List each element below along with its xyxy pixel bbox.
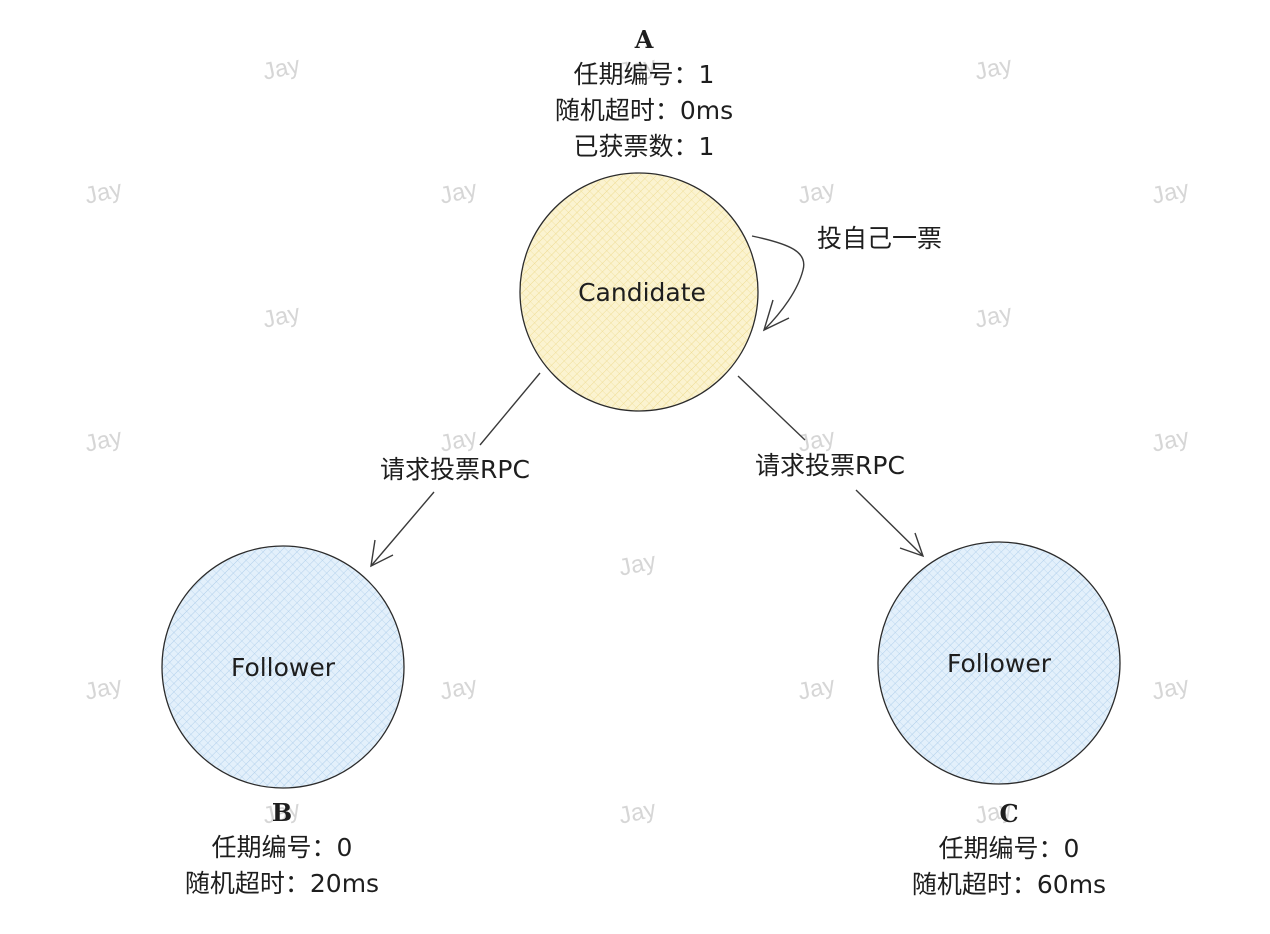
request-vote-edge-left: 请求投票RPC — [370, 372, 541, 568]
watermark-text: Jay — [972, 52, 1014, 86]
node-a-info: A 任期编号：1 随机超时：0ms 已获票数：1 — [555, 25, 733, 161]
node-b-info: B 任期编号：0 随机超时：20ms — [185, 798, 379, 898]
watermark-text: Jay — [82, 672, 124, 706]
candidate-state-label: Candidate — [578, 278, 706, 307]
follower-b-state-label: Follower — [231, 653, 336, 682]
node-c-term: 任期编号：0 — [939, 834, 1080, 863]
request-vote-left-arrowhead — [370, 539, 394, 568]
request-vote-left-label: 请求投票RPC — [380, 455, 530, 484]
watermark-text: Jay — [795, 176, 837, 210]
node-b-term: 任期编号：0 — [212, 833, 353, 862]
follower-c-circle-hatch — [879, 543, 1119, 783]
request-vote-right-arrowhead — [899, 532, 925, 558]
candidate-circle-hatch — [521, 174, 757, 410]
follower-b-circle-hatch — [163, 547, 403, 787]
node-a-timeout: 随机超时：0ms — [555, 96, 733, 125]
watermark-text: Jay — [260, 300, 302, 334]
node-c-id-label: C — [999, 799, 1018, 828]
node-a-candidate: Candidate — [519, 172, 759, 412]
node-a-id-label: A — [634, 25, 654, 54]
follower-c-state-label: Follower — [947, 649, 1052, 678]
watermark-text: Jay — [437, 672, 479, 706]
node-a-votes: 已获票数：1 — [574, 132, 715, 161]
request-vote-right-label: 请求投票RPC — [755, 451, 905, 480]
self-vote-label: 投自己一票 — [817, 224, 942, 253]
request-vote-right-line-upper — [737, 375, 806, 441]
request-vote-right-line-lower — [855, 489, 924, 557]
node-b-follower: Follower — [161, 545, 405, 789]
watermark-text: Jay — [82, 424, 124, 458]
self-vote-edge: 投自己一票 — [751, 224, 942, 332]
watermark-text: Jay — [1149, 176, 1191, 210]
node-c-timeout: 随机超时：60ms — [912, 870, 1106, 899]
node-c-info: C 任期编号：0 随机超时：60ms — [912, 799, 1106, 899]
watermark-text: Jay — [1149, 672, 1191, 706]
node-b-id-label: B — [272, 798, 292, 827]
watermark-text: Jay — [1149, 424, 1191, 458]
watermark-text: Jay — [437, 176, 479, 210]
node-b-timeout: 随机超时：20ms — [185, 869, 379, 898]
request-vote-edge-right: 请求投票RPC — [737, 375, 925, 558]
watermark-text: Jay — [972, 300, 1014, 334]
watermark-text: Jay — [795, 672, 837, 706]
watermark-text: Jay — [616, 796, 658, 830]
self-vote-arrowhead — [762, 299, 790, 332]
request-vote-left-line-lower — [370, 491, 435, 567]
watermark-text: Jay — [437, 424, 479, 458]
request-vote-left-line-upper — [479, 372, 541, 446]
node-c-follower: Follower — [877, 541, 1121, 785]
watermark-text: Jay — [82, 176, 124, 210]
watermark-text: Jay — [616, 548, 658, 582]
node-a-term: 任期编号：1 — [574, 60, 715, 89]
watermark-text: Jay — [260, 52, 302, 86]
self-vote-curve — [751, 235, 805, 331]
